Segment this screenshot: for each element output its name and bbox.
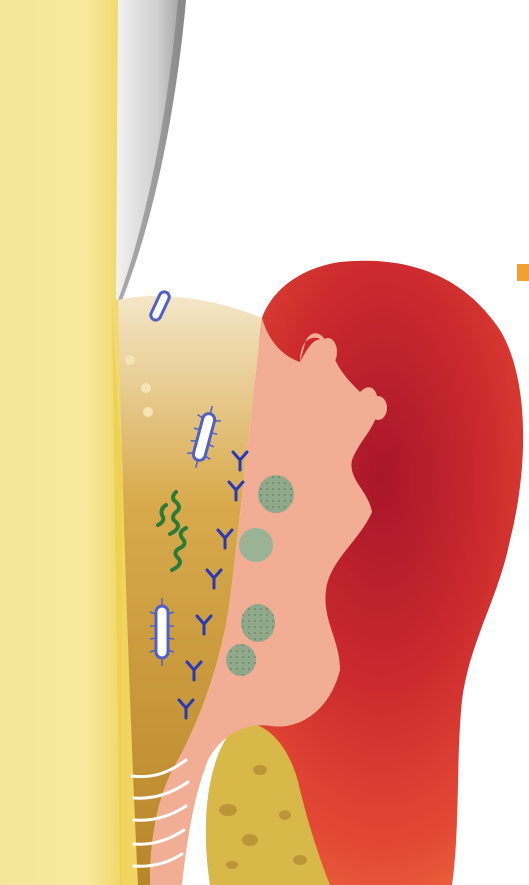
fluid-droplet-icon: [143, 407, 153, 417]
lymphocyte-texture: [258, 475, 294, 513]
fluid-droplet-icon: [125, 355, 135, 365]
rete-peg: [319, 338, 337, 366]
lymphocyte-icon: [239, 528, 273, 562]
fluid-droplet-icon: [141, 383, 151, 393]
lymphocyte-texture: [226, 644, 256, 676]
tooth-root: [0, 0, 122, 885]
rete-peg: [369, 396, 387, 420]
lymphocyte-texture: [241, 604, 275, 642]
orange-square-marker: [517, 264, 529, 281]
